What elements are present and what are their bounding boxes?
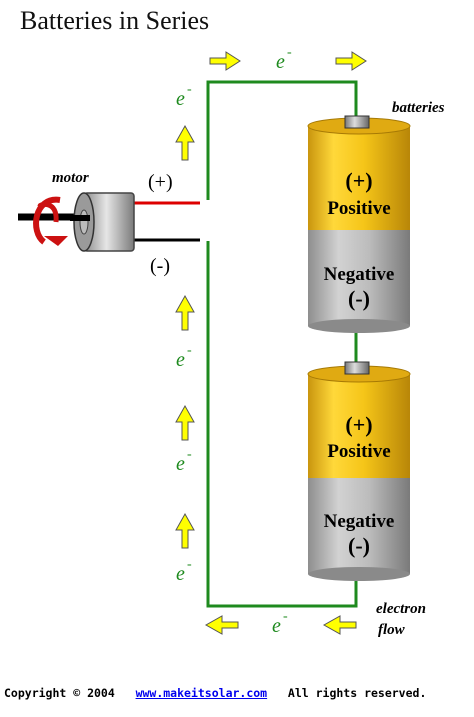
svg-text:e: e [276, 51, 285, 73]
electron-arrow-left-icon [204, 615, 239, 635]
battery-bottom-negative-sign: (-) [348, 533, 370, 558]
motor-plus-label: (+) [148, 171, 173, 193]
electron-label-bottom: e - [272, 609, 288, 637]
electron-arrow-up-icon [175, 404, 195, 441]
electron-arrow-right-icon [209, 51, 241, 71]
motor [18, 192, 135, 252]
svg-text:-: - [187, 557, 192, 572]
battery-top-positive-sign: (+) [345, 168, 372, 193]
electron-arrow-left-icon [322, 615, 357, 635]
electron-arrow-up-icon [175, 124, 195, 161]
battery-top [307, 115, 411, 333]
svg-text:-: - [187, 447, 192, 462]
svg-text:-: - [283, 609, 288, 624]
electron-flow-label-line1: electron [376, 601, 426, 617]
battery-bottom [307, 361, 411, 581]
batteries-label: batteries [392, 100, 445, 116]
battery-bottom-negative-label: Negative [324, 511, 395, 532]
electron-label-left-1: e - [176, 82, 192, 110]
battery-bottom-positive-label: Positive [327, 441, 390, 462]
svg-text:-: - [287, 45, 292, 60]
page-title: Batteries in Series [20, 6, 210, 35]
battery-top-negative-sign: (-) [348, 286, 370, 311]
motor-label: motor [52, 170, 89, 186]
footer: Copyright © 2004 www.makeitsolar.com All… [0, 686, 474, 700]
svg-text:e: e [176, 349, 185, 371]
electron-arrow-right-icon [335, 51, 367, 71]
electron-label-left-2: e - [176, 343, 192, 371]
svg-text:e: e [176, 88, 185, 110]
svg-text:e: e [176, 453, 185, 475]
electron-label-left-3: e - [176, 447, 192, 475]
svg-text:-: - [187, 82, 192, 97]
battery-top-positive-label: Positive [327, 198, 390, 219]
svg-text:e: e [272, 615, 281, 637]
battery-bottom-positive-sign: (+) [345, 412, 372, 437]
motor-minus-label: (-) [150, 255, 170, 277]
footer-link[interactable]: www.makeitsolar.com [135, 686, 268, 700]
electron-arrow-up-icon [175, 294, 195, 331]
footer-copyright: Copyright © 2004 [4, 686, 115, 700]
footer-rights: All rights reserved. [287, 686, 427, 700]
battery-top-negative-label: Negative [324, 264, 395, 285]
svg-text:-: - [187, 343, 192, 358]
electron-flow-label-line2: flow [378, 622, 406, 638]
electron-label-left-4: e - [176, 557, 192, 585]
electron-label-top: e - [276, 45, 292, 73]
svg-text:e: e [176, 563, 185, 585]
electron-arrow-up-icon [175, 512, 195, 549]
